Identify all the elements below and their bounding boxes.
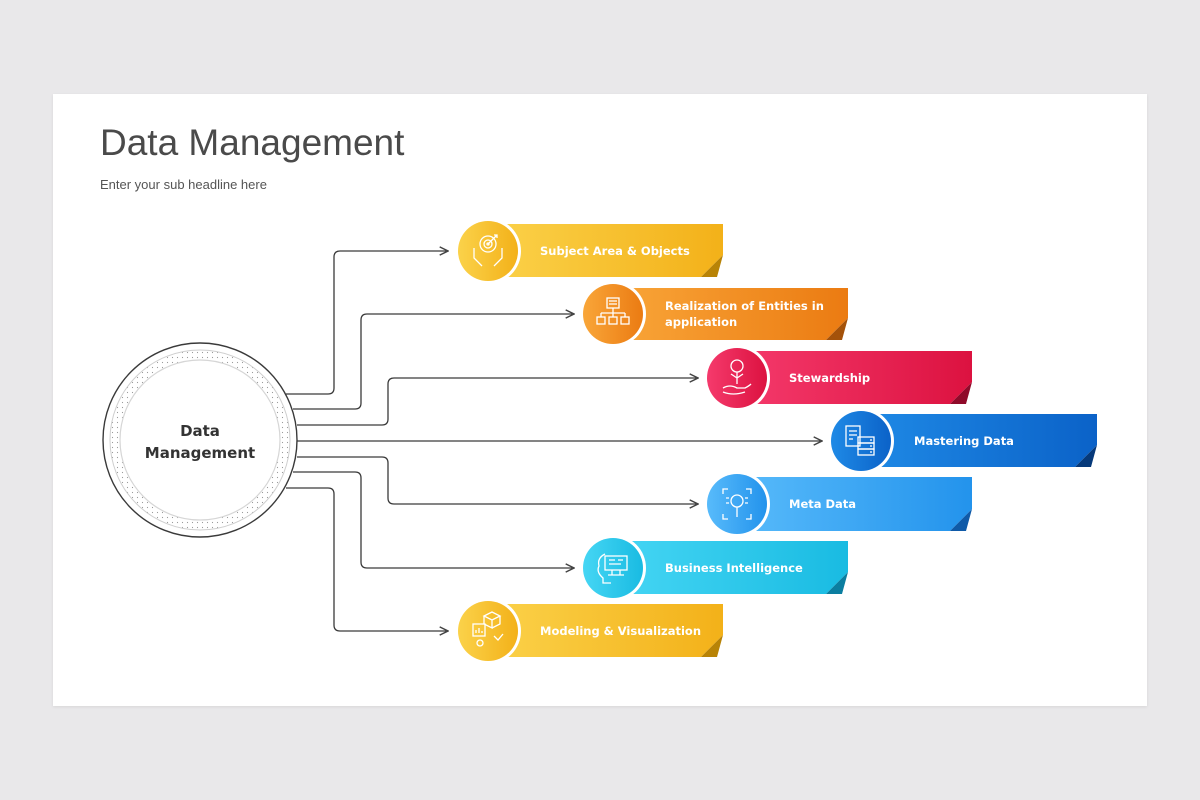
center-label-line2: Management	[144, 444, 256, 462]
item-label-realization-entities: Realization of Entities in application	[665, 299, 824, 329]
connector-7	[286, 487, 448, 631]
item-meta-data	[704, 471, 972, 537]
item-label-meta-data: Meta Data	[789, 497, 857, 511]
item-subject-area	[455, 218, 723, 284]
item-business-intelligence	[580, 535, 848, 601]
connector-1	[286, 251, 448, 395]
center-node	[102, 342, 298, 538]
center-label: Data Management	[125, 420, 275, 464]
item-label-business-intelligence: Business Intelligence	[665, 561, 803, 575]
connector-6	[293, 471, 574, 568]
magnifier-scan-icon	[722, 488, 752, 520]
brain-chip-icon	[597, 553, 628, 584]
hand-plant-icon	[722, 359, 752, 395]
connector-5	[297, 456, 698, 504]
item-label-subject-area: Subject Area & Objects	[540, 244, 690, 258]
page-title: Data Management	[100, 122, 405, 163]
org-chart-icon	[596, 297, 630, 325]
center-label-line1: Data	[180, 422, 220, 440]
item-stewardship	[704, 345, 972, 411]
server-document-icon	[845, 425, 875, 456]
item-realization-entities	[580, 281, 848, 347]
item-label-modeling-visualization: Modeling & Visualization	[540, 624, 702, 638]
page-subtitle: Enter your sub headline here	[100, 177, 267, 192]
connector-3	[297, 378, 698, 426]
target-hands-icon	[473, 234, 503, 267]
cube-chart-icon	[472, 611, 504, 647]
connector-2	[293, 314, 574, 410]
item-label-stewardship: Stewardship	[789, 371, 871, 385]
item-modeling-visualization	[455, 598, 723, 664]
item-mastering-data	[828, 408, 1097, 474]
item-label-mastering-data: Mastering Data	[914, 434, 1014, 448]
